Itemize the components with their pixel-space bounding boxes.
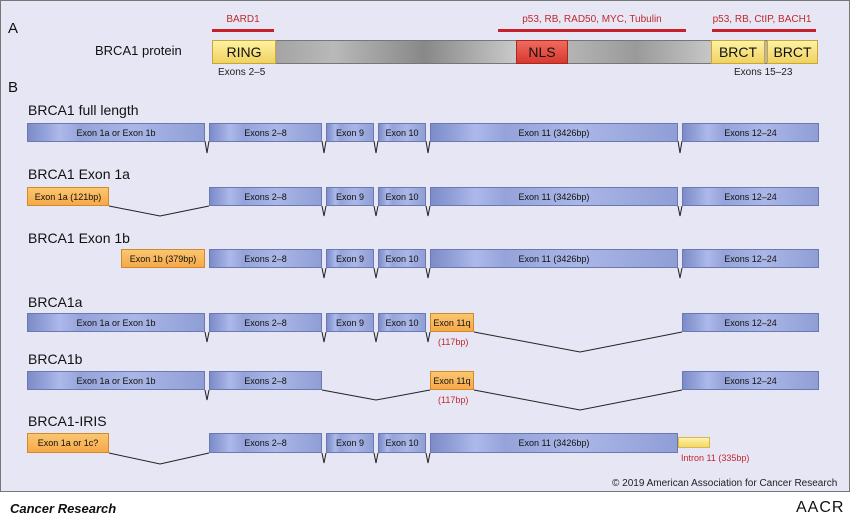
exon-box: Exon 10 [378,313,426,332]
exon-box: Exons 2–8 [209,187,322,206]
journal-name: Cancer Research [10,501,117,516]
exon-box: Exon 10 [378,123,426,142]
exon-box: Exon 1a or Exon 1b [27,313,205,332]
exon-box: Exons 12–24 [682,249,819,268]
exon-box: Exon 1a or Exon 1b [27,123,205,142]
brct-domain-1: BRCT [711,40,765,64]
exon-box: Exon 11 (3426bp) [430,123,678,142]
isoform-title: BRCA1a [28,294,83,310]
isoform-title: BRCA1 Exon 1b [28,230,130,246]
exon-box: Exons 2–8 [209,371,322,390]
exon-box: Exon 1a or Exon 1b [27,371,205,390]
exon-box: Exon 11 (3426bp) [430,249,678,268]
exon-box: Exon 11q [430,313,474,332]
exon-box: Exons 12–24 [682,313,819,332]
exon-box: Exon 9 [326,433,374,453]
partner-nls: p53, RB, RAD50, MYC, Tubulin [522,14,662,25]
nls-domain: NLS [516,40,568,64]
panel-a-letter: A [8,20,19,37]
exon-box: Exons 12–24 [682,371,819,390]
ring-domain: RING [212,40,276,64]
exon-box: Exon 9 [326,249,374,268]
aacr-logo: AACR [796,499,845,516]
panel-b-letter: B [8,79,19,96]
isoform-title: BRCA1b [28,351,83,367]
exon-box: Exon 1b (379bp) [121,249,205,268]
exon-box: Exon 10 [378,433,426,453]
exon-box: Exons 2–8 [209,433,322,453]
exon-box: Exon 11q [430,371,474,390]
exon-box: Exons 12–24 [682,187,819,206]
protein-label: BRCA1 protein [95,43,182,58]
exon-box: Exon 9 [326,313,374,332]
exon-box: Exon 11 (3426bp) [430,433,678,453]
exon-box: Exons 2–8 [209,249,322,268]
exon-box: Exons 2–8 [209,123,322,142]
exons-left-label: Exons 2–5 [218,67,266,78]
exon-box: Exon 10 [378,187,426,206]
exon-box: Exons 12–24 [682,123,819,142]
exons-right-label: Exons 15–23 [734,67,793,78]
partner-ring-line [212,29,274,32]
brct-domain-2: BRCT [767,40,818,64]
partner-brct: p53, RB, CtIP, BACH1 [712,14,812,25]
partner-nls-line [498,29,686,32]
exon-11q-size: (117bp) [438,395,469,405]
exon-box: Exon 10 [378,249,426,268]
exon-box: Exon 1a (121bp) [27,187,109,206]
isoform-title: BRCA1-IRIS [28,413,107,429]
exon-box: Exons 2–8 [209,313,322,332]
exon-box: Exon 1a or 1c? [27,433,109,453]
exon-box: Exon 11 (3426bp) [430,187,678,206]
partner-brct-line [712,29,816,32]
copyright: © 2019 American Association for Cancer R… [612,478,838,489]
intron-11-box [678,437,710,448]
footer: Cancer Research AACR [0,496,850,521]
figure-panel [0,0,850,492]
isoform-title: BRCA1 Exon 1a [28,166,130,182]
exon-box: Exon 9 [326,187,374,206]
exon-box: Exon 9 [326,123,374,142]
partner-ring: BARD1 [226,14,260,25]
intron-11-label: Intron 11 (335bp) [681,453,750,463]
isoform-title: BRCA1 full length [28,102,139,118]
exon-11q-size: (117bp) [438,337,469,347]
